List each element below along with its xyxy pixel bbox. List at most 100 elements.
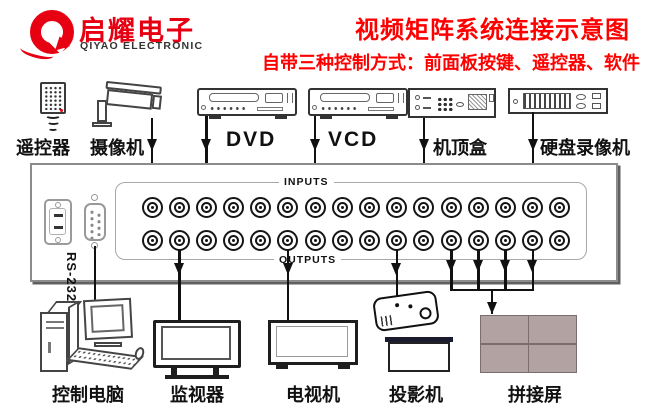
bnc-connector [522,196,544,218]
page-title: 视频矩阵系统连接示意图 [355,17,630,44]
bnc-connector [549,196,571,218]
bnc-connector [359,196,380,218]
hdd-recorder-icon [508,88,608,114]
remote-power-dot [60,109,63,112]
remote-control-icon [40,82,66,114]
bnc-connector [250,196,272,218]
bnc-connector [250,229,272,251]
bnc-connector [331,196,353,218]
bnc-connector [467,196,489,218]
brand-logo-icon [30,10,74,54]
cable-output2-monitor [178,250,181,322]
label-wall: 拼接屏 [508,385,562,405]
bnc-connector [195,229,217,251]
bnc-connector [277,229,299,251]
bnc-connector [440,229,462,251]
pc-monitor-base [94,342,122,347]
dvd-player-icon [197,88,297,119]
remote-keypad [44,86,62,110]
pc-mouse-icon [133,345,146,362]
pc-monitor-icon [82,297,134,341]
cable-output6-tv [286,250,290,322]
bnc-connector [304,196,326,218]
bnc-connector [413,196,435,218]
camera-bracket [97,100,107,122]
bnc-connector [440,196,462,218]
bnc-connector [386,196,408,218]
bnc-connector [195,196,217,218]
arrow-down-icon [527,139,538,151]
pc-keyboard-icon [66,347,144,370]
bnc-connector [277,196,299,218]
cable-vcd-input7 [313,116,317,198]
bnc-connector [141,229,163,251]
bnc-connector [141,196,163,218]
bnc-connector [522,229,544,251]
arrow-down-icon [282,263,293,275]
arrow-down-icon [472,260,483,272]
power-inlet-icon [44,199,72,245]
set-top-box-icon [408,88,496,118]
brand-name-cn: 启耀电子 [79,16,195,46]
video-wall-cell [481,316,528,344]
cctv-camera-icon [102,80,168,127]
arrow-down-icon [173,263,184,275]
brand-name-en: QIYAO ELECTRONIC [80,40,204,52]
arrow-down-icon [146,139,157,151]
label-vcd: VCD [328,128,379,151]
video-wall-icon [480,315,577,373]
arrow-down-icon [527,260,538,272]
label-pc: 控制电脑 [52,385,124,405]
bnc-connector [304,229,326,251]
projection-screen [388,342,450,372]
vcd-player-icon [308,88,408,119]
monitor-icon [153,320,241,368]
bnc-connector [223,196,245,218]
cable-rs232-pc [93,246,97,313]
pc-tower-icon [40,312,68,372]
label-camera: 摄像机 [90,138,144,158]
video-wall-cell [529,344,576,372]
arrow-down-icon [418,139,429,151]
bnc-connector [168,229,190,251]
bnc-connector [331,229,353,251]
projector-icon [371,289,441,333]
bnc-connector [359,229,380,251]
arrow-down-icon [500,260,511,272]
label-tv: 电视机 [286,385,340,405]
arrow-down-icon [309,139,320,151]
camera-bracket-base [92,122,112,127]
ir-wave-icon [48,126,58,131]
arrow-down-icon [201,139,211,151]
label-monitor: 监视器 [170,385,224,405]
ir-wave-icon [46,119,60,125]
bnc-connector [223,229,245,251]
label-stb: 机顶盒 [433,138,487,158]
rs232-label: RS-232 [64,252,79,303]
video-wall-cell [481,344,528,372]
label-dvd: DVD [226,128,277,151]
bnc-connector [168,196,190,218]
arrow-down-icon [486,302,497,314]
rs232-db9-port-icon [81,194,109,252]
arrow-down-icon [391,263,402,275]
cable-stb-input11 [422,118,426,198]
camera-lens [151,94,163,110]
outputs-label: OUTPUTS [274,253,342,266]
label-projector: 投影机 [389,385,443,405]
bnc-connector [494,229,516,251]
label-remote: 遥控器 [16,138,70,158]
arrow-down-icon [445,260,456,272]
bnc-connector [494,196,516,218]
io-section-frame [115,182,587,260]
page-subtitle: 自带三种控制方式：前面板按键、遥控器、软件 [262,53,640,73]
projection-screen-bar [385,337,453,342]
bnc-row-outputs [141,229,571,251]
inputs-label: INPUTS [279,175,334,188]
projector-lens [418,306,433,321]
camera-body [105,89,154,110]
ir-wave-icon [45,112,61,119]
cable-wall-bus [450,288,534,291]
tv-icon [268,320,358,365]
